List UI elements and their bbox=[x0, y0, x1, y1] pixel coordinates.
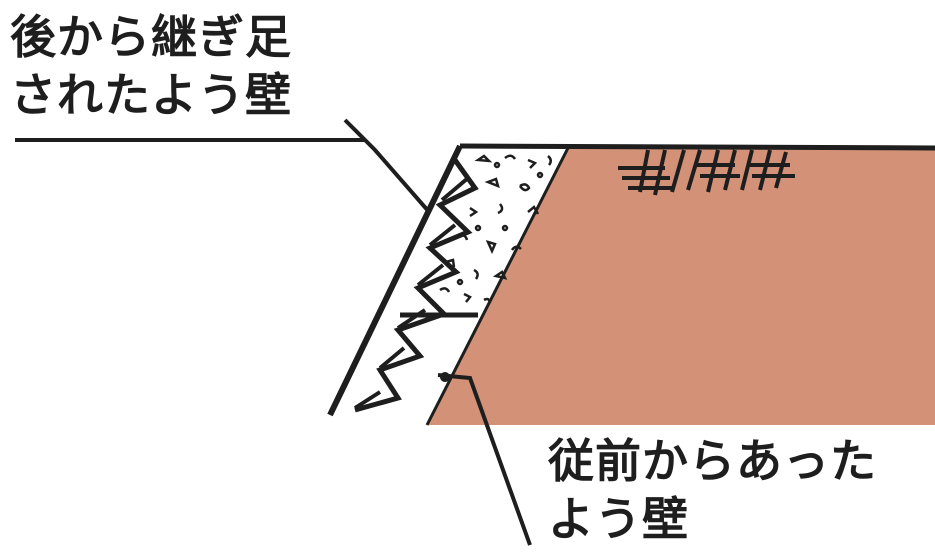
grass-hatch-icon bbox=[618, 149, 795, 196]
added-wall-face bbox=[327, 144, 463, 417]
leader-line-top bbox=[343, 118, 432, 215]
label-original-wall-line2: よう壁 bbox=[548, 492, 689, 546]
label-later-added-wall-line2: されたよう壁 bbox=[10, 68, 292, 122]
original-wall-face bbox=[425, 147, 570, 426]
wall-zigzag-reinforcement bbox=[354, 158, 479, 413]
label-later-added-wall-line1: 後から継ぎ足 bbox=[10, 10, 292, 64]
label-original-wall-line1: 従前からあった bbox=[548, 434, 877, 488]
ground-line-top bbox=[459, 143, 935, 151]
leader-dot-bottom bbox=[440, 372, 450, 382]
wall-inner-ticks bbox=[353, 176, 470, 410]
soil-mass bbox=[427, 148, 935, 425]
label-later-added-wall: 後から継ぎ足 されたよう壁 bbox=[10, 8, 292, 124]
label-original-wall: 従前からあった よう壁 bbox=[548, 432, 877, 548]
